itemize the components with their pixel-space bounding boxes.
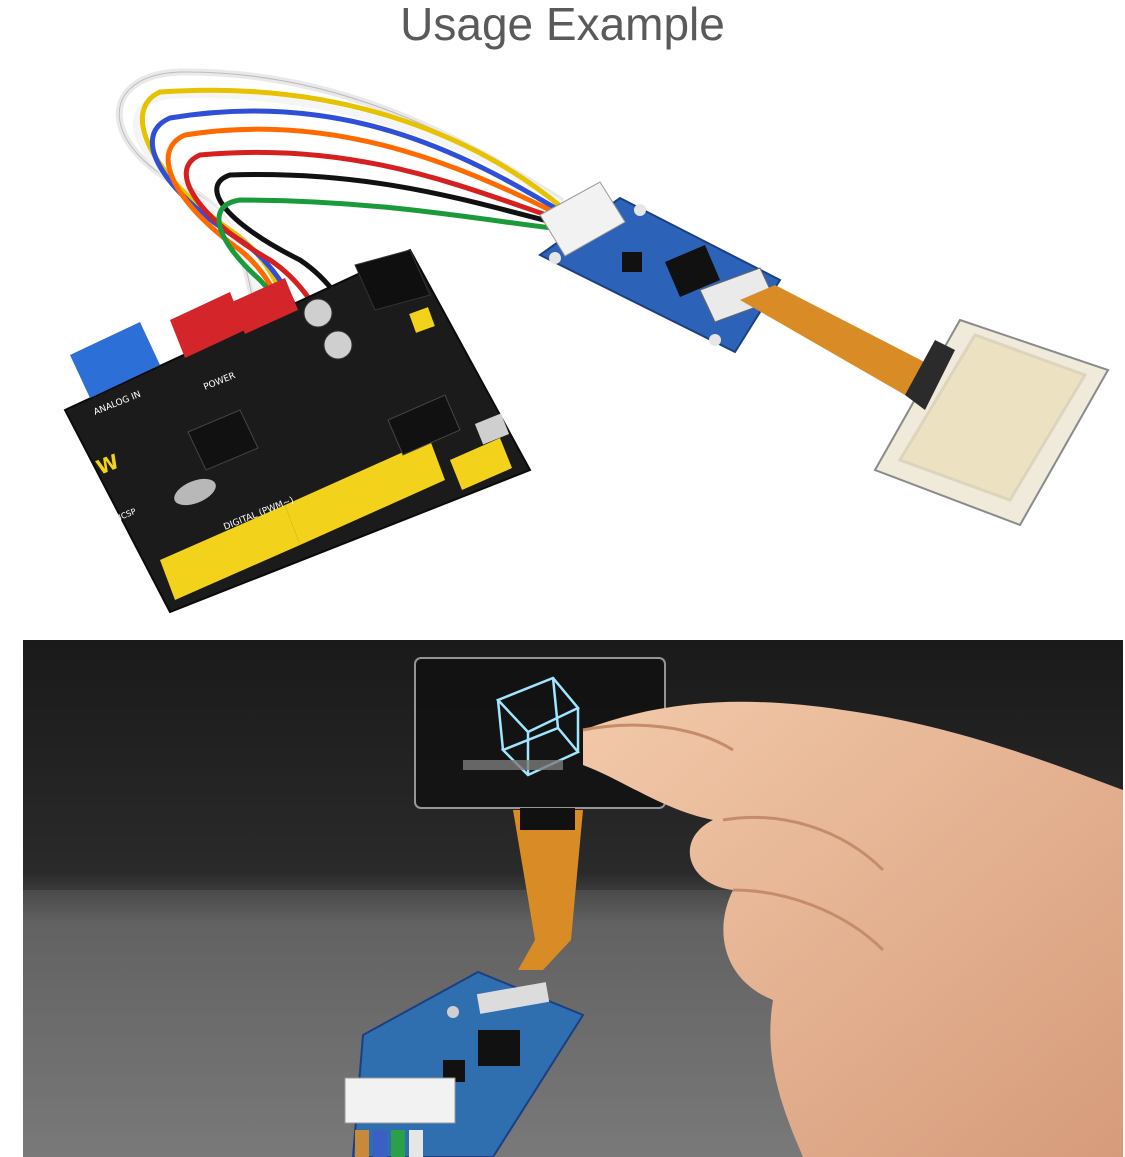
transparent-oled-panel (873, 318, 1110, 527)
driver-module (344, 970, 585, 1157)
usage-photo-hand (23, 640, 1123, 1157)
hand (582, 701, 1123, 1157)
driver-module (538, 181, 782, 354)
flex-cable (513, 810, 583, 970)
header-blue (70, 322, 160, 398)
usage-photo-wiring: W ANALOG IN POWER DIGITAL (PWM~) ICSP (0, 52, 1125, 627)
flex-cable (740, 285, 940, 395)
microcontroller-board: W ANALOG IN POWER DIGITAL (PWM~) ICSP (63, 248, 532, 614)
page-title: Usage Example (400, 0, 725, 50)
